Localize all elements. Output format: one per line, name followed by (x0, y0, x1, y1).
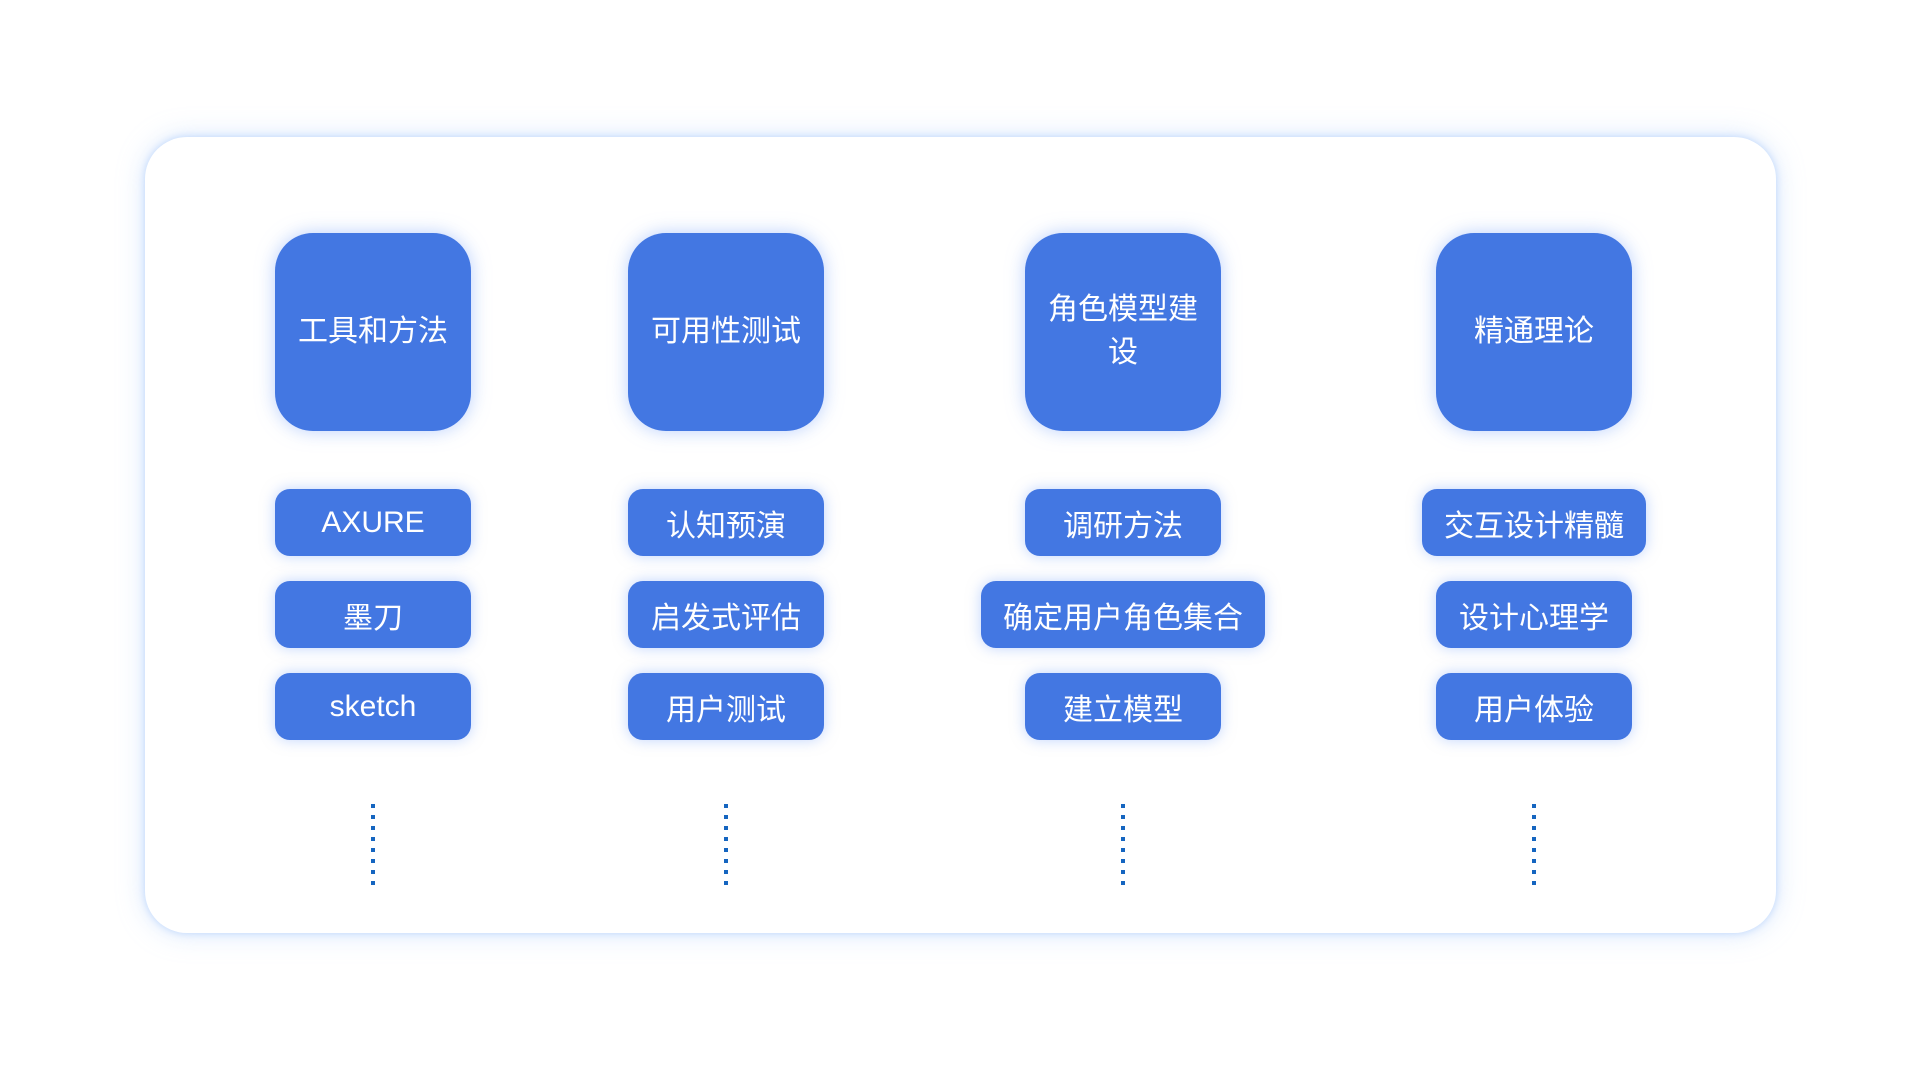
column-tools: 工具和方法 AXURE 墨刀 sketch (275, 233, 471, 888)
subtopic-node[interactable]: 建立模型 (1025, 673, 1221, 740)
topic-node[interactable]: 精通理论 (1436, 233, 1632, 431)
topic-node[interactable]: 角色模型建设 (1025, 233, 1221, 431)
subtopic-group: 交互设计精髓 设计心理学 用户体验 (1422, 489, 1646, 740)
subtopic-node[interactable]: 确定用户角色集合 (981, 581, 1265, 648)
subtopic-group: 认知预演 启发式评估 用户测试 (628, 489, 824, 740)
topic-node[interactable]: 可用性测试 (628, 233, 824, 431)
column-usability-testing: 可用性测试 认知预演 启发式评估 用户测试 (628, 233, 824, 888)
subtopic-group: 调研方法 确定用户角色集合 建立模型 (981, 489, 1265, 740)
subtopic-node[interactable]: sketch (275, 673, 471, 740)
subtopic-node[interactable]: 交互设计精髓 (1422, 489, 1646, 556)
subtopic-node[interactable]: 墨刀 (275, 581, 471, 648)
subtopic-node[interactable]: 用户测试 (628, 673, 824, 740)
dotted-connector (1532, 804, 1536, 888)
dotted-connector (724, 804, 728, 888)
subtopic-node[interactable]: 用户体验 (1436, 673, 1632, 740)
column-persona-model: 角色模型建设 调研方法 确定用户角色集合 建立模型 (981, 233, 1265, 888)
mindmap-card: 工具和方法 AXURE 墨刀 sketch 可用性测试 认知预演 启发式评估 用… (145, 137, 1776, 933)
subtopic-node[interactable]: 设计心理学 (1436, 581, 1632, 648)
subtopic-group: AXURE 墨刀 sketch (275, 489, 471, 740)
dotted-connector (371, 804, 375, 888)
columns-row: 工具和方法 AXURE 墨刀 sketch 可用性测试 认知预演 启发式评估 用… (145, 137, 1776, 888)
subtopic-node[interactable]: AXURE (275, 489, 471, 556)
subtopic-node[interactable]: 启发式评估 (628, 581, 824, 648)
column-theory: 精通理论 交互设计精髓 设计心理学 用户体验 (1422, 233, 1646, 888)
topic-node[interactable]: 工具和方法 (275, 233, 471, 431)
subtopic-node[interactable]: 调研方法 (1025, 489, 1221, 556)
subtopic-node[interactable]: 认知预演 (628, 489, 824, 556)
dotted-connector (1121, 804, 1125, 888)
